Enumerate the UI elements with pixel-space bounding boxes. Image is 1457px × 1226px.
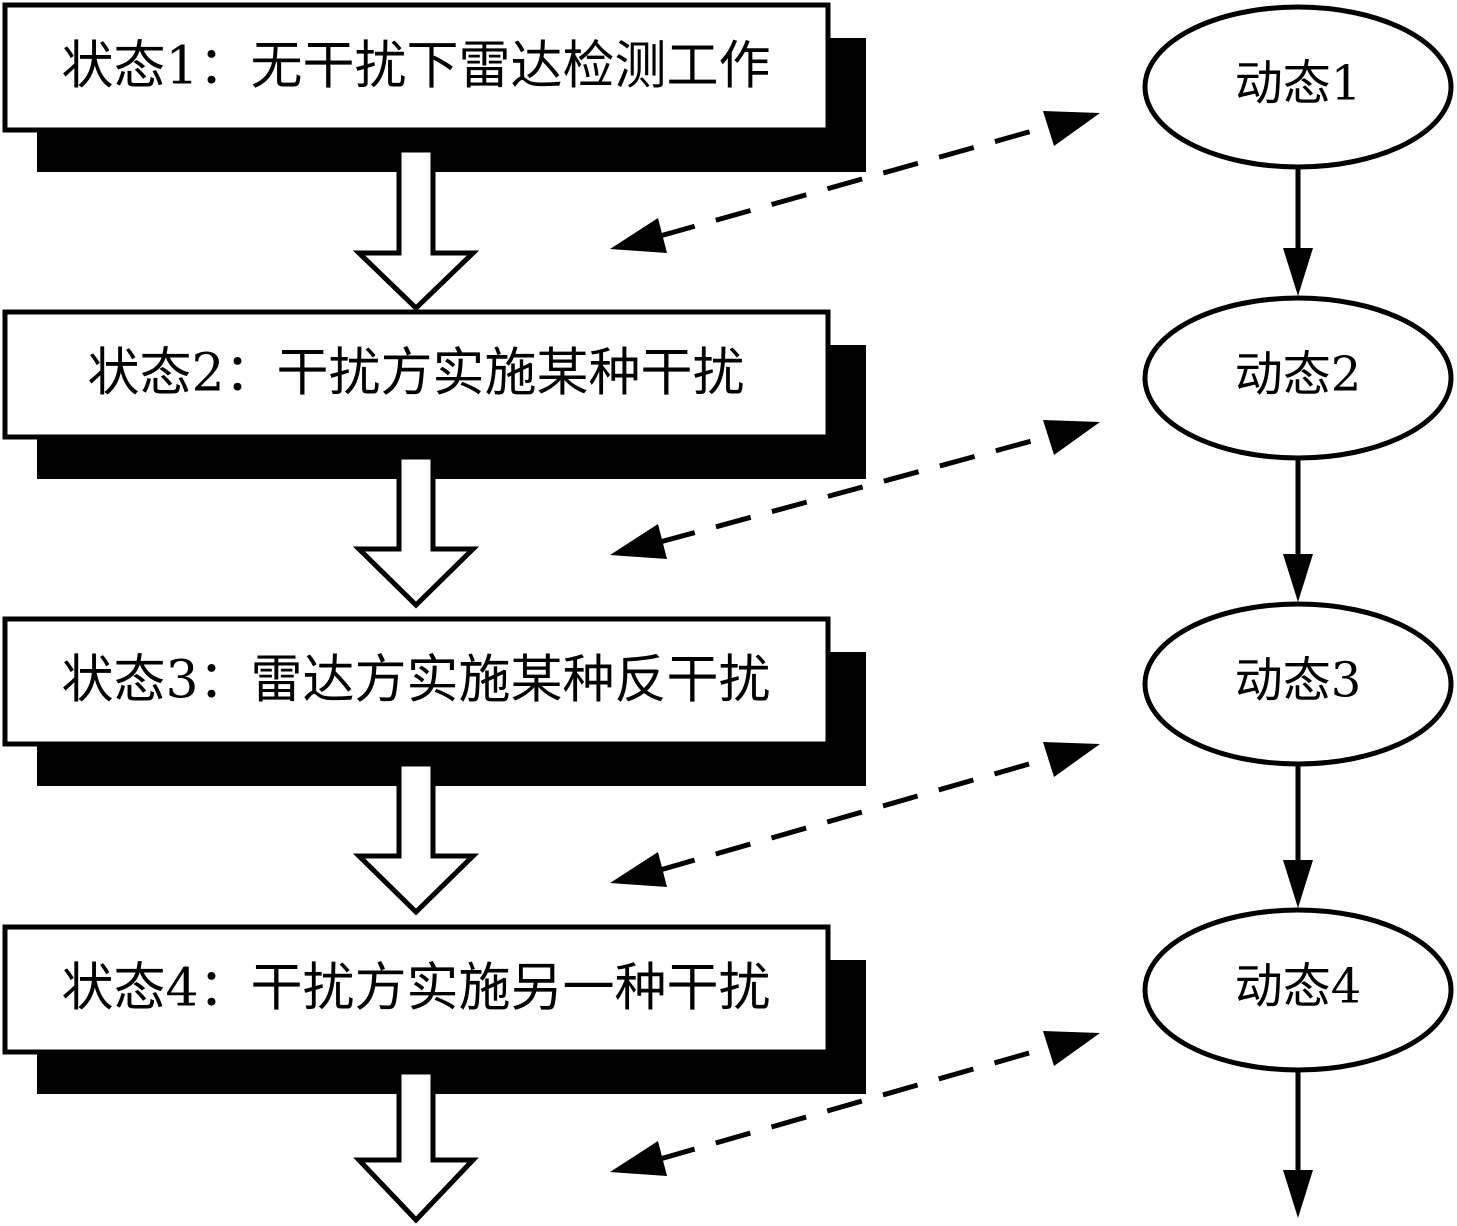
dynamic-4-out-arrow xyxy=(1283,1070,1313,1218)
state-box-1-frame xyxy=(2,2,831,133)
state-box-4-frame xyxy=(2,924,831,1055)
dynamic-node-1: 动态1 xyxy=(1142,4,1454,170)
link-4-dashed-arrow xyxy=(610,1031,1100,1176)
dynamic-2-to-3-arrow xyxy=(1283,458,1313,602)
dynamic-node-2: 动态2 xyxy=(1142,295,1454,461)
link-1-dashed-arrow xyxy=(610,111,1100,253)
state-3-label: 状态3：雷达方实施某种反干扰 xyxy=(61,651,770,711)
dynamic-3-label: 动态3 xyxy=(1235,653,1362,709)
state-box-2: 状态2：干扰方实施某种干扰 xyxy=(2,309,866,479)
state-2-label: 状态2：干扰方实施某种干扰 xyxy=(87,344,744,404)
dynamic-4-label: 动态4 xyxy=(1235,959,1362,1015)
state-box-1: 状态1：无干扰下雷达检测工作 xyxy=(2,2,866,172)
dynamic-2-label: 动态2 xyxy=(1235,347,1362,403)
state-3-to-4-block-arrow xyxy=(352,761,480,916)
state-2-to-3-block-arrow xyxy=(352,454,480,609)
state-box-2-frame xyxy=(2,309,831,440)
link-3-dashed-arrow xyxy=(610,742,1100,887)
state-box-3: 状态3：雷达方实施某种反干扰 xyxy=(2,616,866,786)
state-1-label: 状态1：无干扰下雷达检测工作 xyxy=(61,37,770,97)
dynamic-3-to-4-arrow xyxy=(1283,764,1313,908)
state-4-out-block-arrow xyxy=(353,1069,479,1224)
state-box-4: 状态4：干扰方实施另一种干扰 xyxy=(2,924,866,1094)
dynamic-1-label: 动态1 xyxy=(1235,56,1362,112)
state-4-label: 状态4：干扰方实施另一种干扰 xyxy=(61,959,770,1019)
dynamic-1-to-2-arrow xyxy=(1283,167,1313,296)
state-1-to-2-block-arrow xyxy=(352,147,480,312)
dynamic-node-4: 动态4 xyxy=(1142,907,1454,1073)
dynamic-node-3: 动态3 xyxy=(1142,601,1454,767)
state-box-3-frame xyxy=(2,616,831,747)
link-2-dashed-arrow xyxy=(610,420,1100,559)
